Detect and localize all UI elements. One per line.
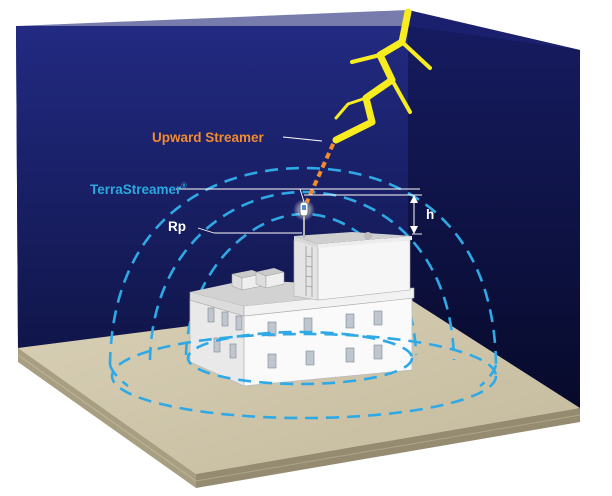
leader-lines [176,136,422,235]
height-dimension [410,195,418,234]
sky-right-wall [408,10,580,410]
sky-top-face [16,10,580,50]
building-windows [207,307,383,369]
ground-slab [17,298,581,488]
terrastreamer-device-icon [293,199,315,221]
height-label: h [426,207,434,222]
terrastreamer-label: TerraStreamer® [90,182,187,197]
radius-label: Rp [168,219,186,234]
protection-zone-front [108,330,498,420]
upward-streamer-line [304,141,336,205]
building [189,214,415,387]
lightning-bolt-icon [332,8,432,144]
ground-top [18,298,580,474]
penthouse-front-wall [317,239,411,301]
rooftop-units [231,268,285,291]
upward-streamer-label: Upward Streamer [152,130,265,145]
